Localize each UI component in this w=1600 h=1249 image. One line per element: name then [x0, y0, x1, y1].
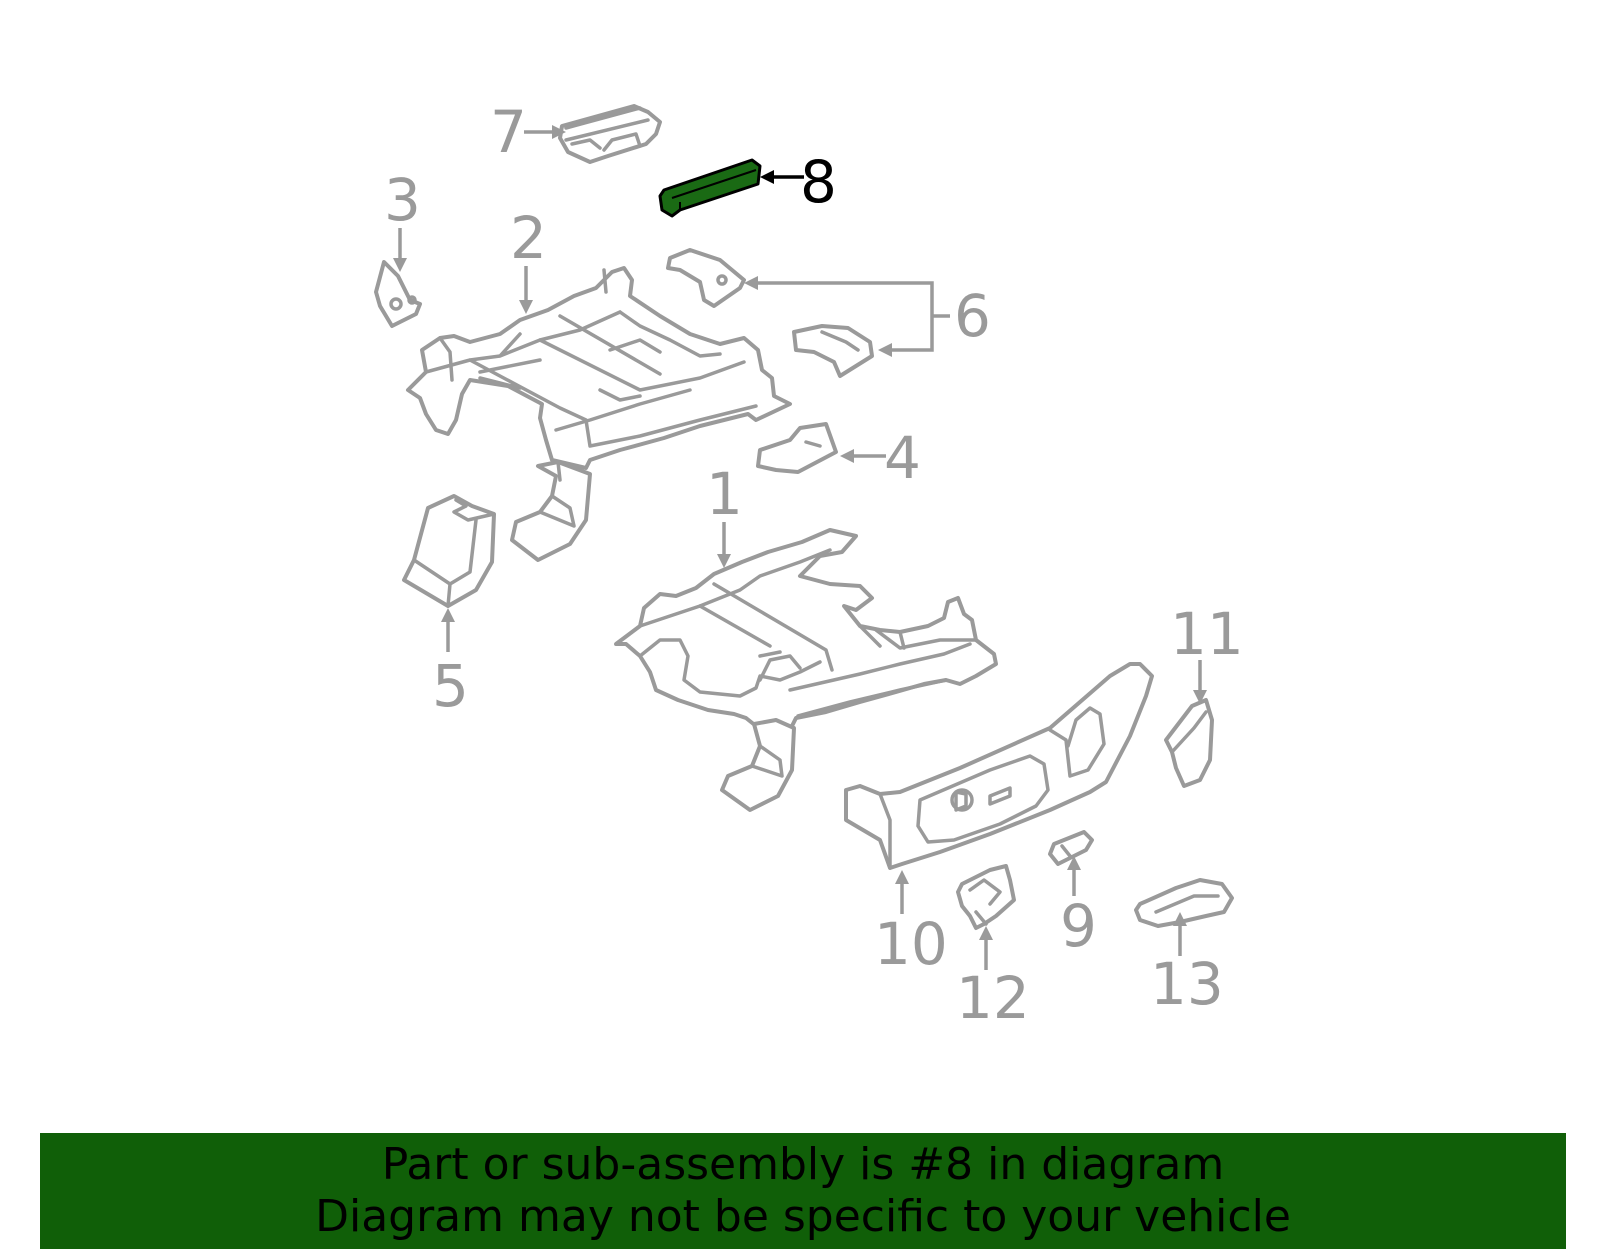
part-5-cover: [402, 494, 496, 608]
leader-11: [1193, 660, 1207, 704]
part-13-handle: [1134, 878, 1234, 928]
leader-12: [979, 926, 993, 970]
info-banner: Part or sub-assembly is #8 in diagram Di…: [40, 1133, 1566, 1249]
callout-2: 2: [510, 204, 547, 272]
part-3-bracket: [374, 260, 422, 328]
callout-7: 7: [490, 98, 527, 166]
leader-3: [393, 228, 407, 272]
callout-10: 10: [874, 910, 948, 978]
callout-5: 5: [432, 652, 469, 720]
part-2-seat-frame-upper: [406, 266, 792, 562]
part-12-knob: [956, 864, 1016, 930]
part-8-highlighted[interactable]: [658, 158, 762, 218]
leader-7: [524, 125, 566, 139]
part-1-seat-frame-lower: [614, 528, 998, 812]
callout-3: 3: [384, 166, 421, 234]
callout-11: 11: [1170, 600, 1244, 668]
parts-diagram: 7 8 3 2 6 4 1 5 11 10 9 12 13: [374, 98, 1244, 1032]
leader-10: [895, 870, 909, 914]
leader-5: [441, 608, 455, 652]
callout-13: 13: [1150, 950, 1224, 1018]
leader-8: [760, 170, 804, 184]
callout-4: 4: [884, 424, 921, 492]
callout-6: 6: [954, 282, 991, 350]
leader-9: [1067, 856, 1081, 896]
part-9-knob: [1048, 830, 1094, 866]
leader-2: [519, 266, 533, 314]
banner-line-2: Diagram may not be specific to your vehi…: [315, 1191, 1291, 1242]
leader-6: [744, 276, 950, 357]
part-11-cover: [1164, 698, 1214, 788]
part-10-side-cover: [844, 662, 1154, 870]
callout-12: 12: [956, 964, 1030, 1032]
callout-8[interactable]: 8: [800, 148, 837, 216]
part-7-module: [558, 104, 662, 164]
leader-4: [840, 449, 886, 463]
part-6-lower-bracket: [792, 324, 874, 378]
banner-line-1: Part or sub-assembly is #8 in diagram: [381, 1139, 1225, 1190]
leader-13: [1173, 912, 1187, 956]
callout-1: 1: [706, 460, 743, 528]
part-6-upper-bracket: [666, 248, 746, 308]
callout-9: 9: [1060, 892, 1097, 960]
part-4-bracket: [756, 422, 838, 474]
leader-1: [717, 522, 731, 568]
